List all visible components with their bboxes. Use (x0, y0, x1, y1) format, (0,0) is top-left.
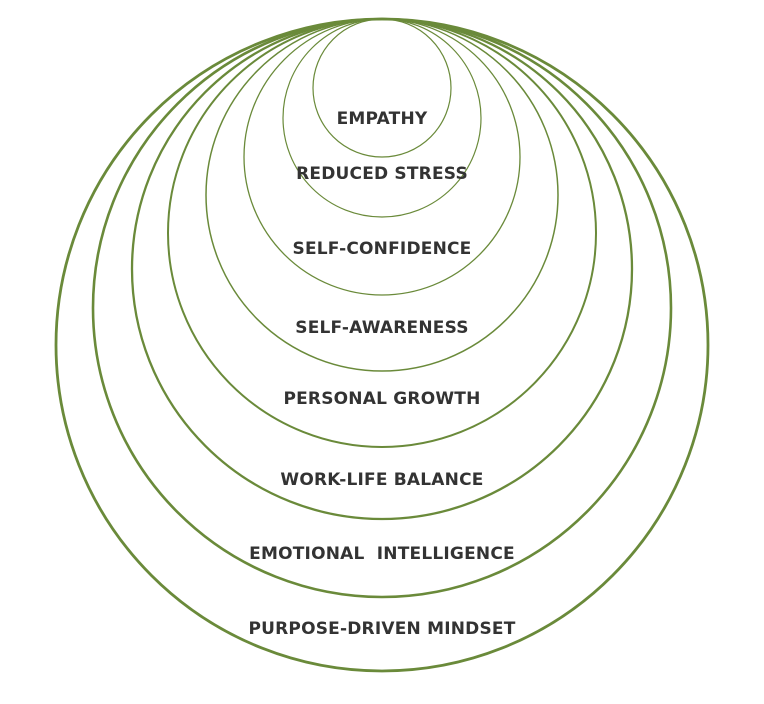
label-emotional-intelligence: EMOTIONAL INTELLIGENCE (249, 544, 515, 564)
label-work-life-balance: WORK-LIFE BALANCE (280, 470, 483, 490)
labels-group: EMPATHY REDUCED STRESS SELF-CONFIDENCE S… (248, 109, 515, 639)
label-empathy: EMPATHY (337, 109, 428, 129)
label-personal-growth: PERSONAL GROWTH (283, 389, 480, 409)
label-reduced-stress: REDUCED STRESS (296, 164, 468, 184)
label-self-confidence: SELF-CONFIDENCE (293, 239, 472, 259)
label-purpose-driven-mindset: PURPOSE-DRIVEN MINDSET (248, 619, 515, 639)
ring-personal-growth (167, 18, 597, 448)
ring-emotional-intelligence (91, 17, 673, 599)
ring-work-life-balance (130, 17, 634, 521)
rings-group (54, 17, 710, 673)
ring-empathy (312, 18, 452, 158)
label-self-awareness: SELF-AWARENESS (295, 318, 468, 338)
